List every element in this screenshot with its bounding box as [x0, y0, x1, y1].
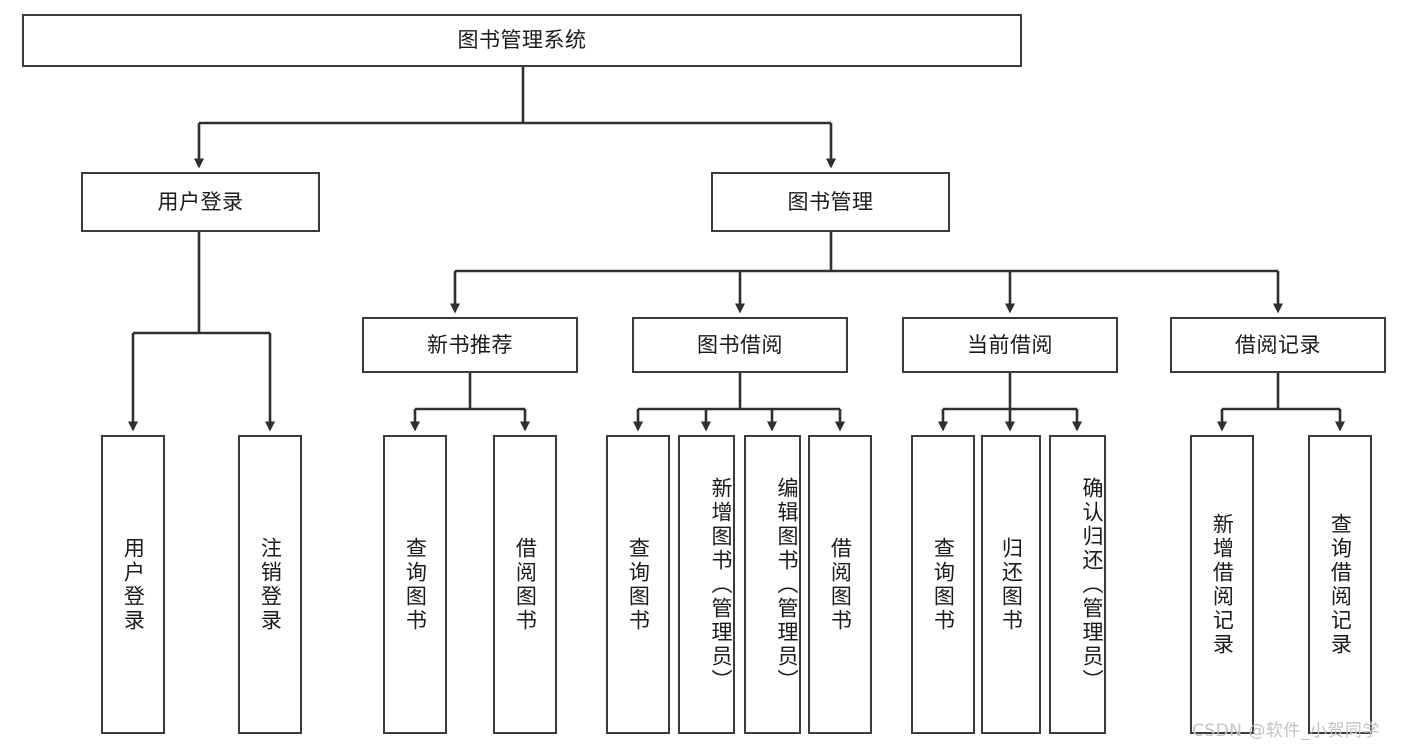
- node-borrow-record[interactable]: 借阅记录: [1170, 317, 1386, 373]
- node-new-book-recommend[interactable]: 新书推荐: [362, 317, 578, 373]
- node-current-borrow[interactable]: 当前借阅: [902, 317, 1118, 373]
- leaf-user-login[interactable]: 用户登录: [101, 435, 165, 734]
- leaf-add-book-admin[interactable]: 新增图书（管理员）: [678, 435, 735, 734]
- leaf-confirm-return-admin[interactable]: 确认归还（管理员）: [1049, 435, 1106, 734]
- node-book-borrow[interactable]: 图书借阅: [632, 317, 848, 373]
- leaf-logout[interactable]: 注销登录: [238, 435, 302, 734]
- leaf-query-book-recommend[interactable]: 查询图书: [383, 435, 447, 734]
- node-book-management[interactable]: 图书管理: [711, 172, 950, 232]
- node-user-login[interactable]: 用户登录: [81, 172, 320, 232]
- leaf-query-borrow-record[interactable]: 查询借阅记录: [1308, 435, 1372, 734]
- leaf-query-book-borrow[interactable]: 查询图书: [606, 435, 670, 734]
- leaf-borrow-book[interactable]: 借阅图书: [808, 435, 872, 734]
- watermark-text: CSDN @软件_小贺同学: [1192, 721, 1380, 741]
- leaf-query-book-current[interactable]: 查询图书: [911, 435, 975, 734]
- node-root-library-system[interactable]: 图书管理系统: [22, 14, 1022, 67]
- leaf-borrow-book-recommend[interactable]: 借阅图书: [493, 435, 557, 734]
- leaf-return-book[interactable]: 归还图书: [981, 435, 1041, 734]
- leaf-add-borrow-record[interactable]: 新增借阅记录: [1190, 435, 1254, 734]
- leaf-edit-book-admin[interactable]: 编辑图书（管理员）: [744, 435, 801, 734]
